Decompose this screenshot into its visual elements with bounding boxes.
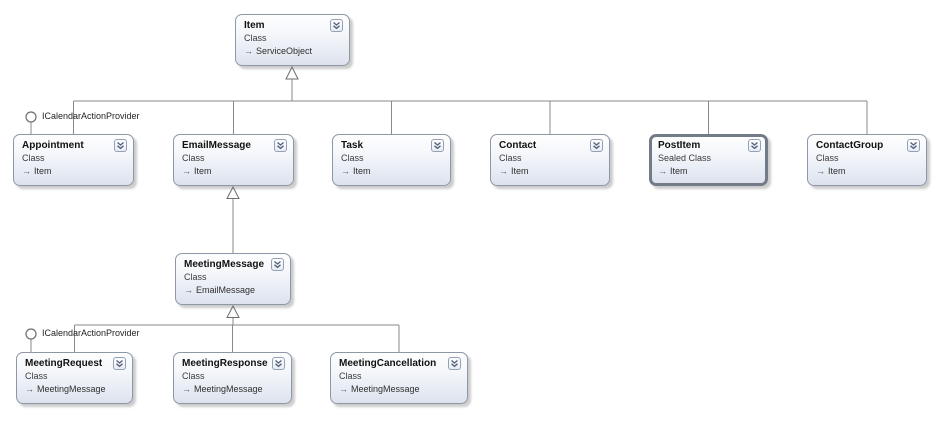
chevron-double-down-icon xyxy=(275,359,282,368)
base-type-label: Item xyxy=(194,166,212,176)
collapse-chevron-button[interactable] xyxy=(274,139,287,152)
class-kind-label: Class xyxy=(184,272,207,282)
collapse-chevron-button[interactable] xyxy=(272,357,285,370)
collapse-chevron-button[interactable] xyxy=(448,357,461,370)
chevron-double-down-icon xyxy=(751,141,758,150)
base-type-label: Item xyxy=(353,166,371,176)
class-node-appointment[interactable]: Appointment Class → Item xyxy=(13,134,134,186)
inheritance-arrowhead-item xyxy=(285,65,299,80)
class-title: ContactGroup xyxy=(816,140,884,151)
collapse-chevron-button[interactable] xyxy=(431,139,444,152)
class-kind-label: Class xyxy=(339,371,362,381)
collapse-chevron-button[interactable] xyxy=(907,139,920,152)
base-type-arrow-icon: → xyxy=(182,384,191,394)
base-type-label: Item xyxy=(511,166,529,176)
chevron-double-down-icon xyxy=(116,359,123,368)
class-title: EmailMessage xyxy=(182,140,251,151)
class-kind-label: Class xyxy=(816,153,839,163)
class-node-emailmessage[interactable]: EmailMessage Class → Item xyxy=(173,134,294,186)
class-node-meetingresponse[interactable]: MeetingResponse Class → MeetingMessage xyxy=(173,352,292,404)
inheritance-tree-meetingmessage xyxy=(74,317,400,352)
base-type-arrow-icon: → xyxy=(816,166,825,176)
class-title: Appointment xyxy=(22,140,84,151)
base-type-label: MeetingMessage xyxy=(37,384,106,394)
class-kind-label: Class xyxy=(182,371,205,381)
class-kind-label: Class xyxy=(25,371,48,381)
class-node-postitem[interactable]: PostItem Sealed Class → Item xyxy=(649,134,768,186)
interface-lollipop-icon xyxy=(25,328,37,340)
collapse-chevron-button[interactable] xyxy=(113,357,126,370)
class-kind-label: Class xyxy=(182,153,205,163)
chevron-double-down-icon xyxy=(593,141,600,150)
base-type-label: Item xyxy=(670,166,688,176)
inheritance-tree-item xyxy=(73,79,868,134)
class-title: MeetingResponse xyxy=(182,358,268,369)
class-node-task[interactable]: Task Class → Item xyxy=(332,134,451,186)
chevron-double-down-icon xyxy=(277,141,284,150)
class-title: MeetingCancellation xyxy=(339,358,437,369)
class-title: MeetingMessage xyxy=(184,259,265,270)
chevron-double-down-icon xyxy=(117,141,124,150)
base-type-arrow-icon: → xyxy=(244,46,253,56)
collapse-chevron-button[interactable] xyxy=(271,258,284,271)
base-type-arrow-icon: → xyxy=(25,384,34,394)
base-type-arrow-icon: → xyxy=(184,285,193,295)
chevron-double-down-icon xyxy=(333,21,340,30)
base-type-label: MeetingMessage xyxy=(351,384,420,394)
inheritance-arrowhead-emailmessage xyxy=(226,185,240,199)
chevron-double-down-icon xyxy=(910,141,917,150)
base-type-arrow-icon: → xyxy=(182,166,191,176)
base-type-label: MeetingMessage xyxy=(194,384,263,394)
class-node-contactgroup[interactable]: ContactGroup Class → Item xyxy=(807,134,927,186)
base-type-arrow-icon: → xyxy=(339,384,348,394)
class-title: Contact xyxy=(499,140,537,151)
collapse-chevron-button[interactable] xyxy=(590,139,603,152)
base-type-label: Item xyxy=(828,166,846,176)
class-title: MeetingRequest xyxy=(25,358,103,369)
base-type-arrow-icon: → xyxy=(658,166,667,176)
interface-label-meetingrequest: ICalendarActionProvider xyxy=(42,328,140,338)
class-kind-label: Class xyxy=(22,153,45,163)
class-title: Task xyxy=(341,140,364,151)
chevron-double-down-icon xyxy=(434,141,441,150)
class-kind-label: Class xyxy=(244,33,267,43)
base-type-arrow-icon: → xyxy=(499,166,508,176)
class-kind-label: Class xyxy=(341,153,364,163)
base-type-label: ServiceObject xyxy=(256,46,313,56)
class-title: Item xyxy=(244,20,265,31)
class-title: PostItem xyxy=(658,140,701,151)
chevron-double-down-icon xyxy=(451,359,458,368)
collapse-chevron-button[interactable] xyxy=(330,19,343,32)
base-type-label: EmailMessage xyxy=(196,285,256,295)
collapse-chevron-button[interactable] xyxy=(114,139,127,152)
base-type-arrow-icon: → xyxy=(341,166,350,176)
class-node-meetingrequest[interactable]: MeetingRequest Class → MeetingMessage xyxy=(16,352,133,404)
collapse-chevron-button[interactable] xyxy=(748,139,761,152)
inheritance-arrowhead-meetingmessage xyxy=(226,304,240,318)
class-node-meetingmessage[interactable]: MeetingMessage Class → EmailMessage xyxy=(175,253,291,305)
class-node-meetingcancellation[interactable]: MeetingCancellation Class → MeetingMessa… xyxy=(330,352,468,404)
class-node-item[interactable]: Item Class → ServiceObject xyxy=(235,14,350,66)
class-kind-label: Sealed Class xyxy=(658,153,712,163)
base-type-arrow-icon: → xyxy=(22,166,31,176)
class-kind-label: Class xyxy=(499,153,522,163)
base-type-label: Item xyxy=(34,166,52,176)
interface-label-appointment: ICalendarActionProvider xyxy=(42,111,140,121)
interface-lollipop-icon xyxy=(25,111,37,123)
chevron-double-down-icon xyxy=(274,260,281,269)
class-node-contact[interactable]: Contact Class → Item xyxy=(490,134,610,186)
